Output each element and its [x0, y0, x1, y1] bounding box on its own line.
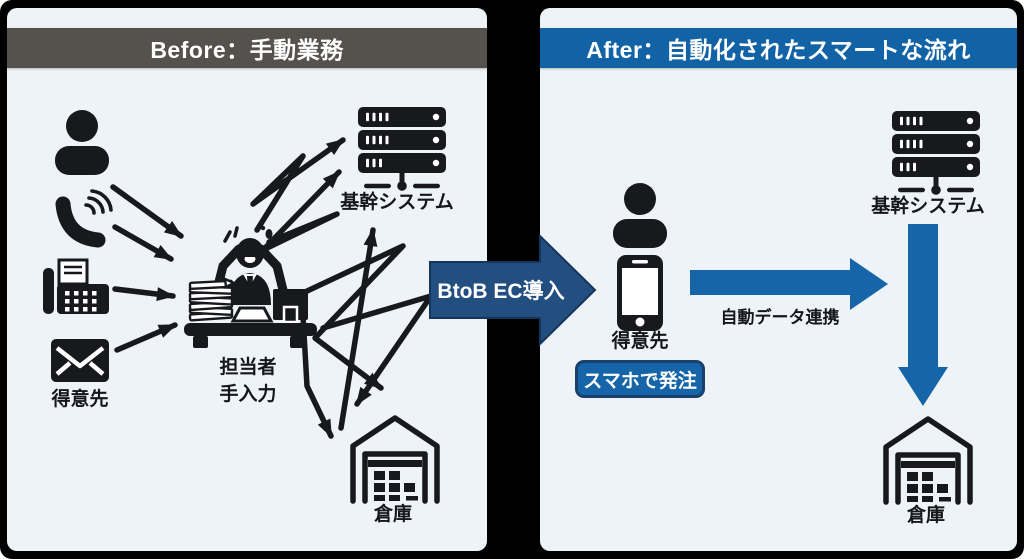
warehouse-label: 倉庫 — [373, 504, 412, 525]
auto-data-flow-label: 自動データ連携 — [720, 308, 840, 327]
transition-arrow: BtoB EC導入 — [425, 230, 605, 350]
chaotic-arrow-to-system-3 — [338, 227, 378, 431]
staff-label-line1: 担当者 — [219, 357, 277, 378]
after-diagram — [613, 111, 980, 551]
before-header: Before：手動業務 — [7, 28, 487, 68]
fax-icon — [43, 258, 109, 314]
transition-arrow-shape — [429, 233, 597, 347]
mail-icon — [51, 339, 109, 382]
monitor-icon — [273, 289, 308, 324]
customer-label: 得意先 — [51, 389, 109, 410]
customer-person-icon — [613, 183, 667, 248]
transition-arrow-label: BtoB EC導入 — [437, 280, 565, 303]
customer-person-icon — [55, 110, 109, 175]
inbound-arrow-phone — [112, 224, 174, 262]
customer-label: 得意先 — [611, 331, 669, 352]
warehouse-icon — [353, 418, 437, 501]
smartphone-order-badge: スマホで発注 — [575, 360, 705, 398]
chaotic-arrow-to-system-1 — [250, 137, 346, 233]
desk-icon — [184, 323, 317, 348]
core-system-icon — [358, 107, 446, 191]
before-diagram — [43, 107, 446, 551]
warehouse-icon — [886, 419, 970, 502]
system-to-warehouse-arrow — [898, 224, 948, 406]
inbound-arrow-person — [110, 184, 184, 239]
before-panel: Before：手動業務 — [7, 8, 487, 551]
after-title: After：自動化されたスマートな流れ — [586, 37, 971, 63]
after-panel: After：自動化されたスマートな流れ — [540, 8, 1017, 551]
keyboard-icon — [230, 306, 274, 323]
before-title: Before：手動業務 — [150, 37, 344, 63]
inbound-arrow-mail — [114, 322, 178, 353]
warehouse-label: 倉庫 — [906, 505, 945, 526]
staff-label-line2: 手入力 — [219, 384, 277, 405]
badge-label: スマホで発注 — [583, 370, 697, 392]
core-system-icon — [892, 111, 980, 195]
paper-stack-icon — [188, 277, 237, 322]
core-system-label: 基幹システム — [871, 196, 985, 217]
chaotic-arrow-to-warehouse-1 — [302, 243, 406, 391]
after-header: After：自動化されたスマートな流れ — [540, 28, 1017, 68]
chaotic-arrow-to-system-2 — [260, 169, 342, 253]
inbound-arrow-fax — [112, 286, 176, 302]
core-system-label: 基幹システム — [340, 192, 454, 213]
smartphone-icon — [617, 255, 663, 331]
auto-data-flow-arrow — [690, 258, 888, 310]
phone-icon — [55, 189, 113, 248]
